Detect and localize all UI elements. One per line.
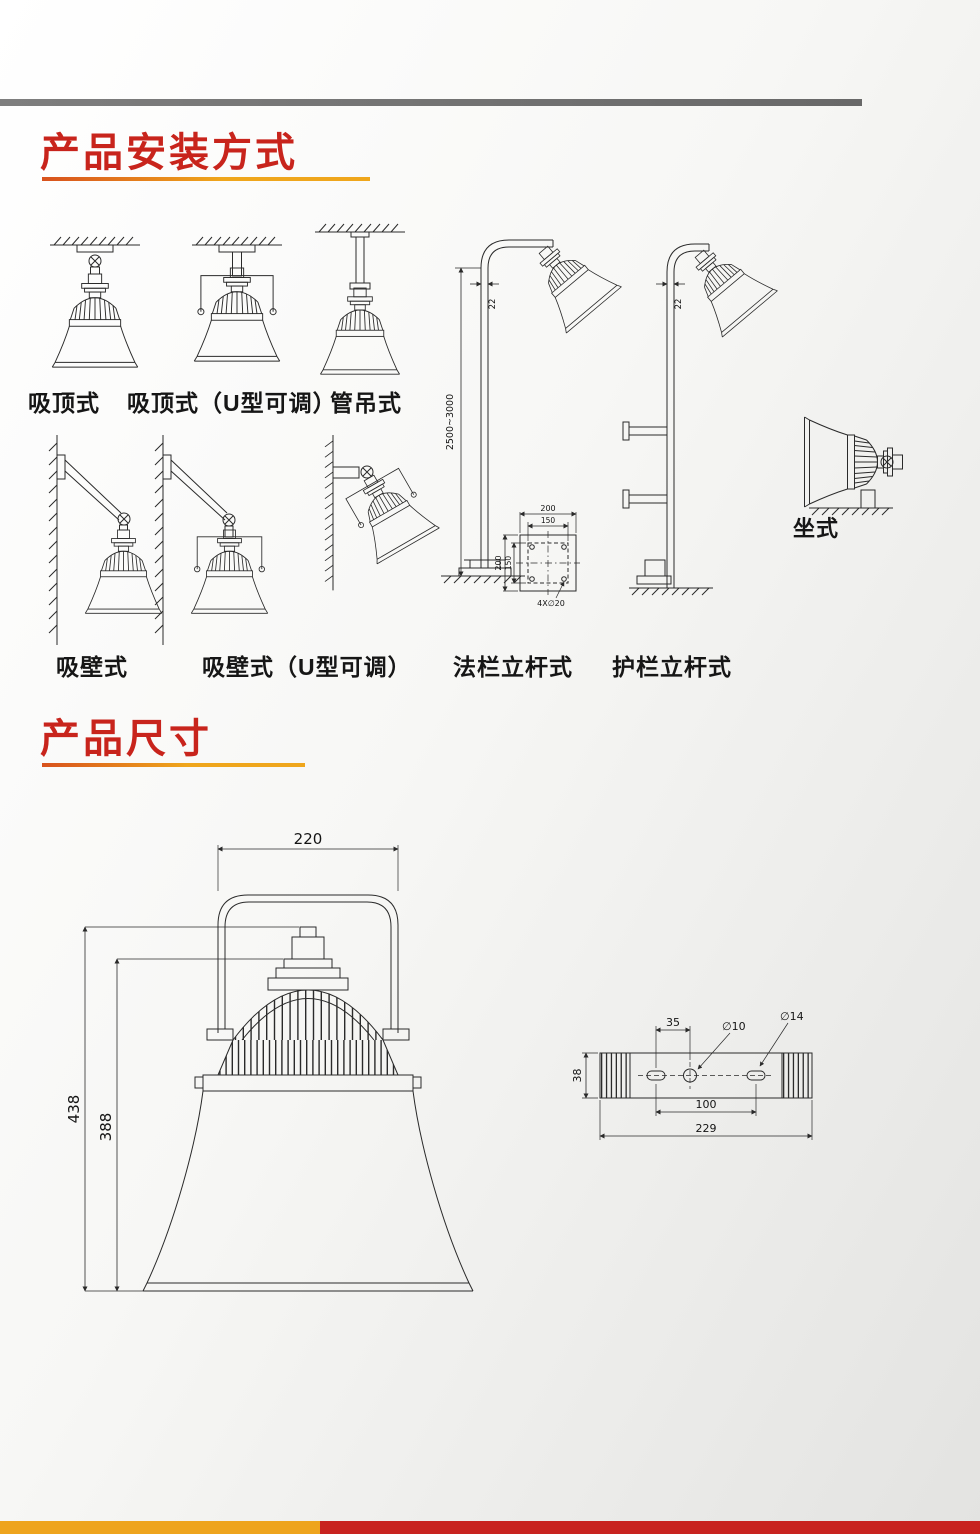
- dim-hole-offset: 35: [666, 1016, 680, 1029]
- dim-hole-diameter: ∅14: [780, 1010, 804, 1023]
- dim-pole-offset-left: 22: [488, 299, 498, 310]
- dim-pole-offset-right: 22: [674, 299, 684, 310]
- label-guardrail-pole: 护栏立杆式: [612, 654, 732, 680]
- footer-bar-orange: [0, 1521, 320, 1534]
- front-view-dimension-drawing: 220: [65, 830, 474, 1292]
- label-ceiling-mount-u: 吸顶式（U型可调）: [127, 390, 337, 416]
- lamp-handle: [206, 894, 410, 1041]
- drawing-wall-mount-tilted: [324, 434, 440, 591]
- top-divider-bar: [0, 99, 862, 106]
- label-seat-type: 坐式: [793, 516, 840, 541]
- dim-plate-outer-height: 200: [494, 555, 503, 570]
- dimensions-title-underline: [42, 763, 305, 767]
- installation-title-underline: [42, 177, 370, 181]
- footer-bar-red: [320, 1521, 980, 1534]
- dim-hole-spacing: 100: [696, 1098, 717, 1111]
- dim-top-width: 220: [294, 830, 323, 848]
- dim-plate-inner-height: 150: [504, 556, 513, 571]
- drawing-ceiling-mount: [49, 236, 141, 368]
- label-ceiling-mount: 吸顶式: [28, 390, 100, 416]
- label-flange-pole: 法栏立杆式: [453, 654, 573, 680]
- side-view-dimension-drawing: 35 ∅10 ∅14 38 100 229: [571, 1010, 813, 1140]
- dim-plate-inner-width: 150: [541, 516, 556, 525]
- dim-slot-diameter: ∅10: [722, 1020, 746, 1033]
- section-title-dimensions: 产品尺寸: [40, 717, 212, 761]
- drawing-guardrail-pole: 22: [622, 230, 778, 596]
- drawing-ceiling-mount-u: [191, 236, 283, 362]
- drawing-wall-mount: [48, 434, 163, 646]
- lamp-top-assembly: [267, 926, 349, 991]
- label-pipe-hung: 管吊式: [330, 390, 402, 416]
- dim-pole-height-range: 2500~3000: [445, 394, 456, 450]
- dim-body-height: 388: [97, 1113, 115, 1142]
- dim-overall-height: 438: [65, 1095, 83, 1124]
- drawing-pipe-hung: [314, 223, 406, 375]
- lamp-heatsink-dome: [217, 989, 399, 1076]
- bracket-bar: [599, 1052, 813, 1099]
- drawing-base-plate-detail: 200 150 200 150 4X∅20: [494, 504, 580, 608]
- dim-bracket-height: 38: [571, 1069, 584, 1083]
- drawing-seat-type: [804, 416, 903, 516]
- label-wall-mount: 吸壁式: [56, 654, 128, 680]
- lamp-shade: [142, 1090, 474, 1292]
- label-wall-mount-u: 吸壁式（U型可调）: [202, 654, 412, 680]
- dim-plate-outer-width: 200: [540, 504, 555, 513]
- installation-drawings: 22 2500~3000 200 150 200 150: [48, 223, 903, 646]
- drawing-wall-mount-u: [154, 434, 269, 646]
- lamp-clamp-ring: [194, 1074, 422, 1092]
- section-title-installation: 产品安装方式: [40, 131, 298, 175]
- dim-overall-width: 229: [696, 1122, 717, 1135]
- note-plate-holes: 4X∅20: [537, 599, 565, 608]
- drawing-flange-pole: 22 2500~3000: [440, 226, 622, 584]
